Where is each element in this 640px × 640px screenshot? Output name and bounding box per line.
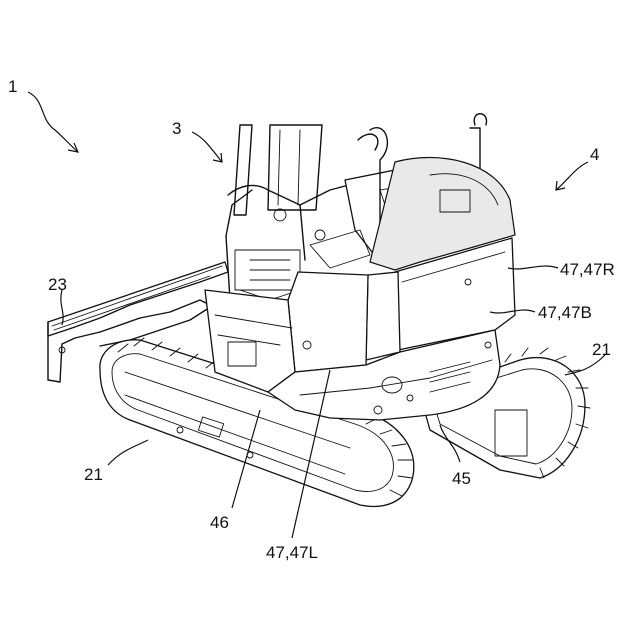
label-1: 1 bbox=[8, 77, 17, 96]
leader-1 bbox=[28, 92, 78, 152]
label-21-left: 21 bbox=[84, 465, 103, 484]
leader-4 bbox=[556, 162, 588, 190]
label-4: 4 bbox=[590, 145, 599, 164]
label-47L: 47,47L bbox=[266, 543, 318, 562]
label-21-right: 21 bbox=[592, 340, 611, 359]
leader-47R bbox=[508, 266, 558, 269]
label-45: 45 bbox=[452, 469, 471, 488]
leader-3 bbox=[192, 132, 222, 162]
label-46: 46 bbox=[210, 513, 229, 532]
label-47B: 47,47B bbox=[538, 303, 592, 322]
label-3: 3 bbox=[172, 119, 181, 138]
leader-21-left bbox=[108, 440, 148, 465]
label-47R: 47,47R bbox=[560, 260, 615, 279]
label-23: 23 bbox=[48, 275, 67, 294]
